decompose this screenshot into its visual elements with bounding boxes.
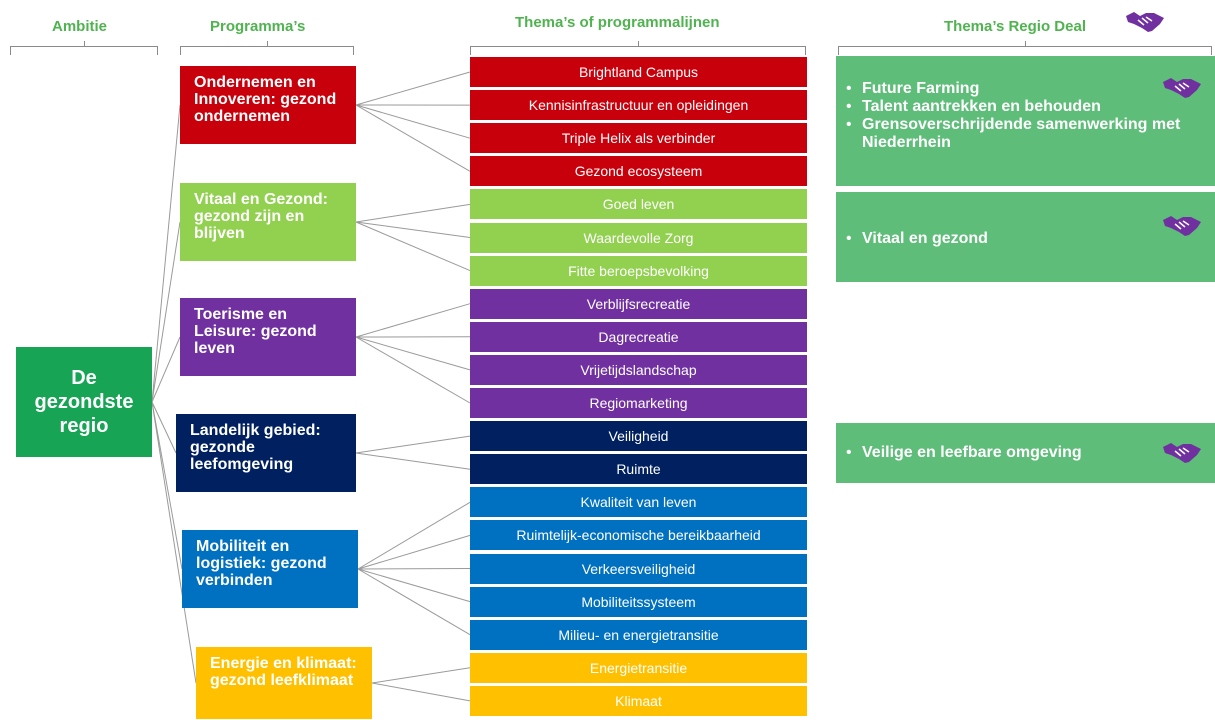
header-programmas: Programma’s [210,18,306,35]
program-theme-connector [355,104,471,172]
regio-deal-item: Veilige en leefbare omgeving [836,444,1215,462]
program-box-toerisme: Toerisme en Leisure: gezond leven [180,298,356,376]
program-box-ondernemen: Ondernemen en Innoveren: gezond ondernem… [180,66,356,144]
program-theme-connector [357,568,471,570]
program-theme-connector [355,336,471,404]
theme-bar: Klimaat [470,685,807,716]
theme-bar: Mobiliteitssysteem [470,586,807,617]
program-box-energie: Energie en klimaat: gezond leefklimaat [196,647,372,719]
regio-deal-item: Talent aantrekken en behouden [836,98,1215,116]
theme-bar: Kennisinfrastructuur en opleidingen [470,90,807,121]
theme-bar: Dagrecreatie [470,321,807,352]
handshake-icon [1163,216,1201,236]
regio-deal-box-1: Future Farming Talent aantrekken en beho… [836,56,1215,186]
theme-bar: Ruimte [470,454,807,485]
program-label: Energie en klimaat: gezond leefklimaat [210,655,357,689]
program-theme-connector [355,336,471,371]
theme-bar: Verblijfsrecreatie [470,288,807,319]
regio-deal-item: Vitaal en gezond [836,230,1215,248]
theme-bar: Brightland Campus [470,57,807,87]
program-theme-connector [355,203,471,223]
theme-bar: Ruimtelijk-economische bereikbaarheid [470,520,807,551]
program-theme-connector [357,568,471,603]
theme-bar: Energietransitie [470,652,807,683]
handshake-icon [1163,443,1201,463]
program-theme-connector [357,534,471,570]
program-theme-connector [371,667,471,684]
handshake-icon [1126,12,1164,32]
program-theme-connector [355,221,471,272]
brace-programmas [180,41,354,55]
program-theme-connector [357,568,471,636]
header-ambitie: Ambitie [52,18,108,35]
theme-bar: Regiomarketing [470,388,807,418]
theme-bar: Goed leven [470,189,807,220]
program-theme-connector [355,303,471,338]
header-themas: Thema’s of programmalijnen [515,14,720,31]
theme-bar: Veiligheid [470,421,807,452]
theme-bar: Verkeersveiligheid [470,553,807,584]
program-box-vitaal: Vitaal en Gezond: gezond zijn en blijven [180,183,356,261]
program-theme-connector [355,221,471,238]
ambition-box: De gezondste regio [16,347,152,457]
theme-bar: Waardevolle Zorg [470,222,807,253]
theme-bar: Triple Helix als verbinder [470,123,807,154]
program-label: Vitaal en Gezond: gezond zijn en blijven [194,191,328,242]
theme-bar: Gezond ecosysteem [470,156,807,187]
ambition-program-connector [151,401,177,454]
ambition-label: De gezondste regio [34,367,134,437]
ambition-program-connector [151,401,197,684]
program-theme-connector [355,104,471,139]
program-theme-connector [355,71,471,106]
brace-themas [470,41,806,55]
ambition-program-connector [151,221,181,403]
theme-bar: Kwaliteit van leven [470,487,807,518]
ambition-program-connector [151,104,181,403]
program-box-mobiliteit: Mobiliteit en logistiek: gezond verbinde… [182,530,358,608]
theme-bar: Vrijetijdslandschap [470,354,807,385]
theme-bar: Fitte beroepsbevolking [470,255,807,286]
program-box-landelijk: Landelijk gebied: gezonde leefomgeving [176,414,356,492]
program-theme-connector [371,682,471,702]
program-label: Ondernemen en Innoveren: gezond ondernem… [194,74,337,125]
regio-deal-item: Future Farming [836,80,1215,98]
brace-regio-deal [838,41,1212,55]
ambition-program-connector [151,336,181,403]
regio-deal-box-2: Vitaal en gezond [836,192,1215,282]
program-theme-connector [357,501,471,570]
program-label: Mobiliteit en logistiek: gezond verbinde… [196,538,327,589]
handshake-icon [1163,78,1201,98]
regio-deal-item: Grensoverschrijdende samenwerking met Ni… [836,116,1215,152]
ambition-program-connector [151,401,183,570]
program-theme-connector [355,435,471,454]
theme-bar: Milieu- en energietransitie [470,619,807,650]
header-regio-deal: Thema’s Regio Deal [944,18,1086,35]
regio-deal-box-3: Veilige en leefbare omgeving [836,423,1215,483]
brace-ambitie [10,41,158,55]
program-label: Toerisme en Leisure: gezond leven [194,306,317,357]
program-label: Landelijk gebied: gezonde leefomgeving [190,422,321,473]
program-theme-connector [355,452,471,470]
